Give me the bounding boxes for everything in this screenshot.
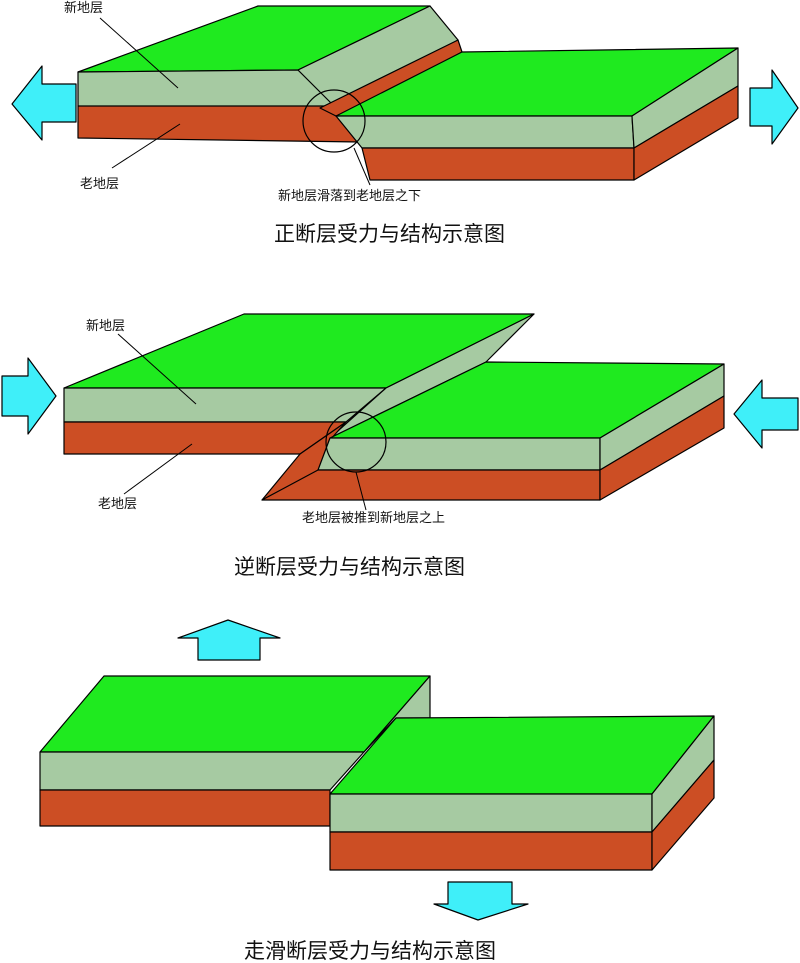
arrow-down-icon bbox=[433, 881, 529, 921]
leader-callout bbox=[353, 147, 371, 186]
right-block-new-layer bbox=[335, 115, 635, 149]
caption: 走滑断层受力与结构示意图 bbox=[244, 939, 496, 963]
callout-text: 新地层滑落到老地层之下 bbox=[278, 188, 421, 204]
arrow-right-icon bbox=[1, 357, 57, 435]
left-block-old-layer bbox=[63, 421, 347, 455]
label-old-layer: 老地层 bbox=[98, 497, 137, 512]
right-block-new-layer bbox=[329, 793, 653, 833]
caption: 正断层受力与结构示意图 bbox=[274, 222, 505, 246]
label-new-layer: 新地层 bbox=[86, 318, 125, 334]
strike-slip-fault-diagram: 走滑断层受力与结构示意图 bbox=[39, 619, 715, 963]
left-block-new-layer bbox=[39, 751, 365, 791]
left-block-old-layer bbox=[39, 789, 331, 827]
leader-old bbox=[111, 123, 181, 169]
right-block-side-old bbox=[599, 395, 725, 501]
left-block-new-layer bbox=[63, 387, 387, 423]
reverse-fault-diagram: 新地层 老地层 老地层被推到新地层之上 逆断层受力与结构示意图 bbox=[1, 313, 799, 579]
arrow-left-icon bbox=[11, 65, 77, 141]
leader-old bbox=[123, 443, 193, 495]
right-block-old-layer bbox=[329, 831, 653, 871]
normal-fault-diagram: 新地层 老地层 新地层滑落到老地层之下 正断层受力与结构示意图 bbox=[11, 0, 799, 246]
callout-text: 老地层被推到新地层之上 bbox=[302, 510, 445, 526]
leader-callout bbox=[355, 471, 367, 511]
fault-highlight-circle bbox=[302, 89, 366, 153]
right-block-side-old bbox=[633, 85, 739, 181]
arrow-left-icon bbox=[733, 379, 799, 449]
left-block-top bbox=[39, 675, 431, 753]
left-block-old-layer bbox=[77, 105, 361, 143]
arrow-right-icon bbox=[749, 69, 799, 145]
leader-new bbox=[117, 333, 197, 405]
arrow-up-icon bbox=[177, 619, 281, 661]
leader-new bbox=[99, 17, 179, 89]
left-block-new-layer bbox=[77, 69, 341, 111]
right-block-new-layer bbox=[317, 437, 601, 471]
label-new-layer: 新地层 bbox=[64, 0, 103, 16]
label-old-layer: 老地层 bbox=[80, 177, 119, 192]
right-block-old-layer bbox=[261, 469, 601, 501]
right-block-side-old bbox=[651, 759, 715, 871]
right-block-old-layer bbox=[361, 147, 635, 181]
caption: 逆断层受力与结构示意图 bbox=[234, 555, 465, 579]
right-block-top bbox=[329, 715, 715, 795]
